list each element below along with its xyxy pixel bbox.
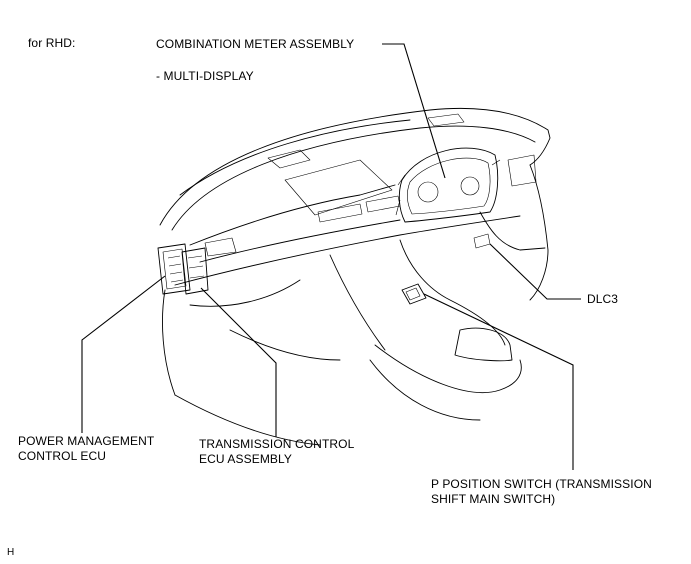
leader-dlc3 bbox=[489, 243, 581, 300]
corner-mark: H bbox=[7, 547, 15, 558]
label-power-management-line2: CONTROL ECU bbox=[18, 449, 106, 463]
dash-face-lower bbox=[174, 215, 521, 286]
console-right-edge bbox=[399, 239, 506, 346]
console-lower bbox=[369, 359, 481, 421]
leader-combination-meter bbox=[382, 43, 446, 179]
console-left-edge bbox=[329, 254, 386, 351]
center-display-hood bbox=[284, 159, 393, 216]
center-vent-right bbox=[365, 195, 401, 213]
floor-left bbox=[174, 394, 321, 446]
steering-column-area bbox=[479, 211, 546, 251]
p-position-switch-shape bbox=[401, 283, 427, 305]
variant-label: for RHD: bbox=[28, 36, 76, 50]
label-p-position-switch-line1: P POSITION SWITCH (TRANSMISSION bbox=[431, 477, 652, 491]
leader-p-switch bbox=[423, 293, 574, 470]
defroster-vent-right bbox=[427, 113, 465, 127]
floor-mid bbox=[229, 329, 341, 361]
label-combination-meter: COMBINATION METER ASSEMBLY bbox=[156, 37, 355, 51]
label-p-position-switch-line2: SHIFT MAIN SWITCH) bbox=[431, 492, 556, 506]
dashboard-top-outline bbox=[159, 108, 551, 226]
combination-meter-cluster bbox=[395, 147, 501, 223]
left-vent bbox=[204, 237, 237, 257]
leader-power-mgmt bbox=[81, 275, 166, 433]
label-transmission-ecu-line1: TRANSMISSION CONTROL bbox=[199, 437, 355, 451]
lower-dash-curve bbox=[189, 279, 301, 307]
label-power-management-line1: POWER MANAGEMENT bbox=[18, 434, 155, 448]
label-transmission-ecu-line2: ECU ASSEMBLY bbox=[199, 452, 293, 466]
console-armrest bbox=[454, 327, 513, 362]
leader-transmission-ecu bbox=[200, 287, 277, 437]
dlc3-connector bbox=[473, 233, 491, 249]
right-panel-edge bbox=[529, 164, 549, 301]
label-multi-display: - MULTI-DISPLAY bbox=[156, 69, 254, 83]
label-dlc3: DLC3 bbox=[587, 292, 619, 306]
dash-face-mid bbox=[199, 219, 401, 263]
defroster-vent-left bbox=[267, 149, 311, 169]
transmission-ecu-shape bbox=[181, 247, 209, 295]
lower-dash-left bbox=[162, 289, 176, 396]
center-vent-left bbox=[317, 203, 363, 223]
dash-face-upper bbox=[189, 184, 396, 246]
console-base bbox=[374, 344, 522, 394]
windshield-edge bbox=[179, 119, 411, 196]
dashboard-inner-top bbox=[171, 125, 536, 231]
